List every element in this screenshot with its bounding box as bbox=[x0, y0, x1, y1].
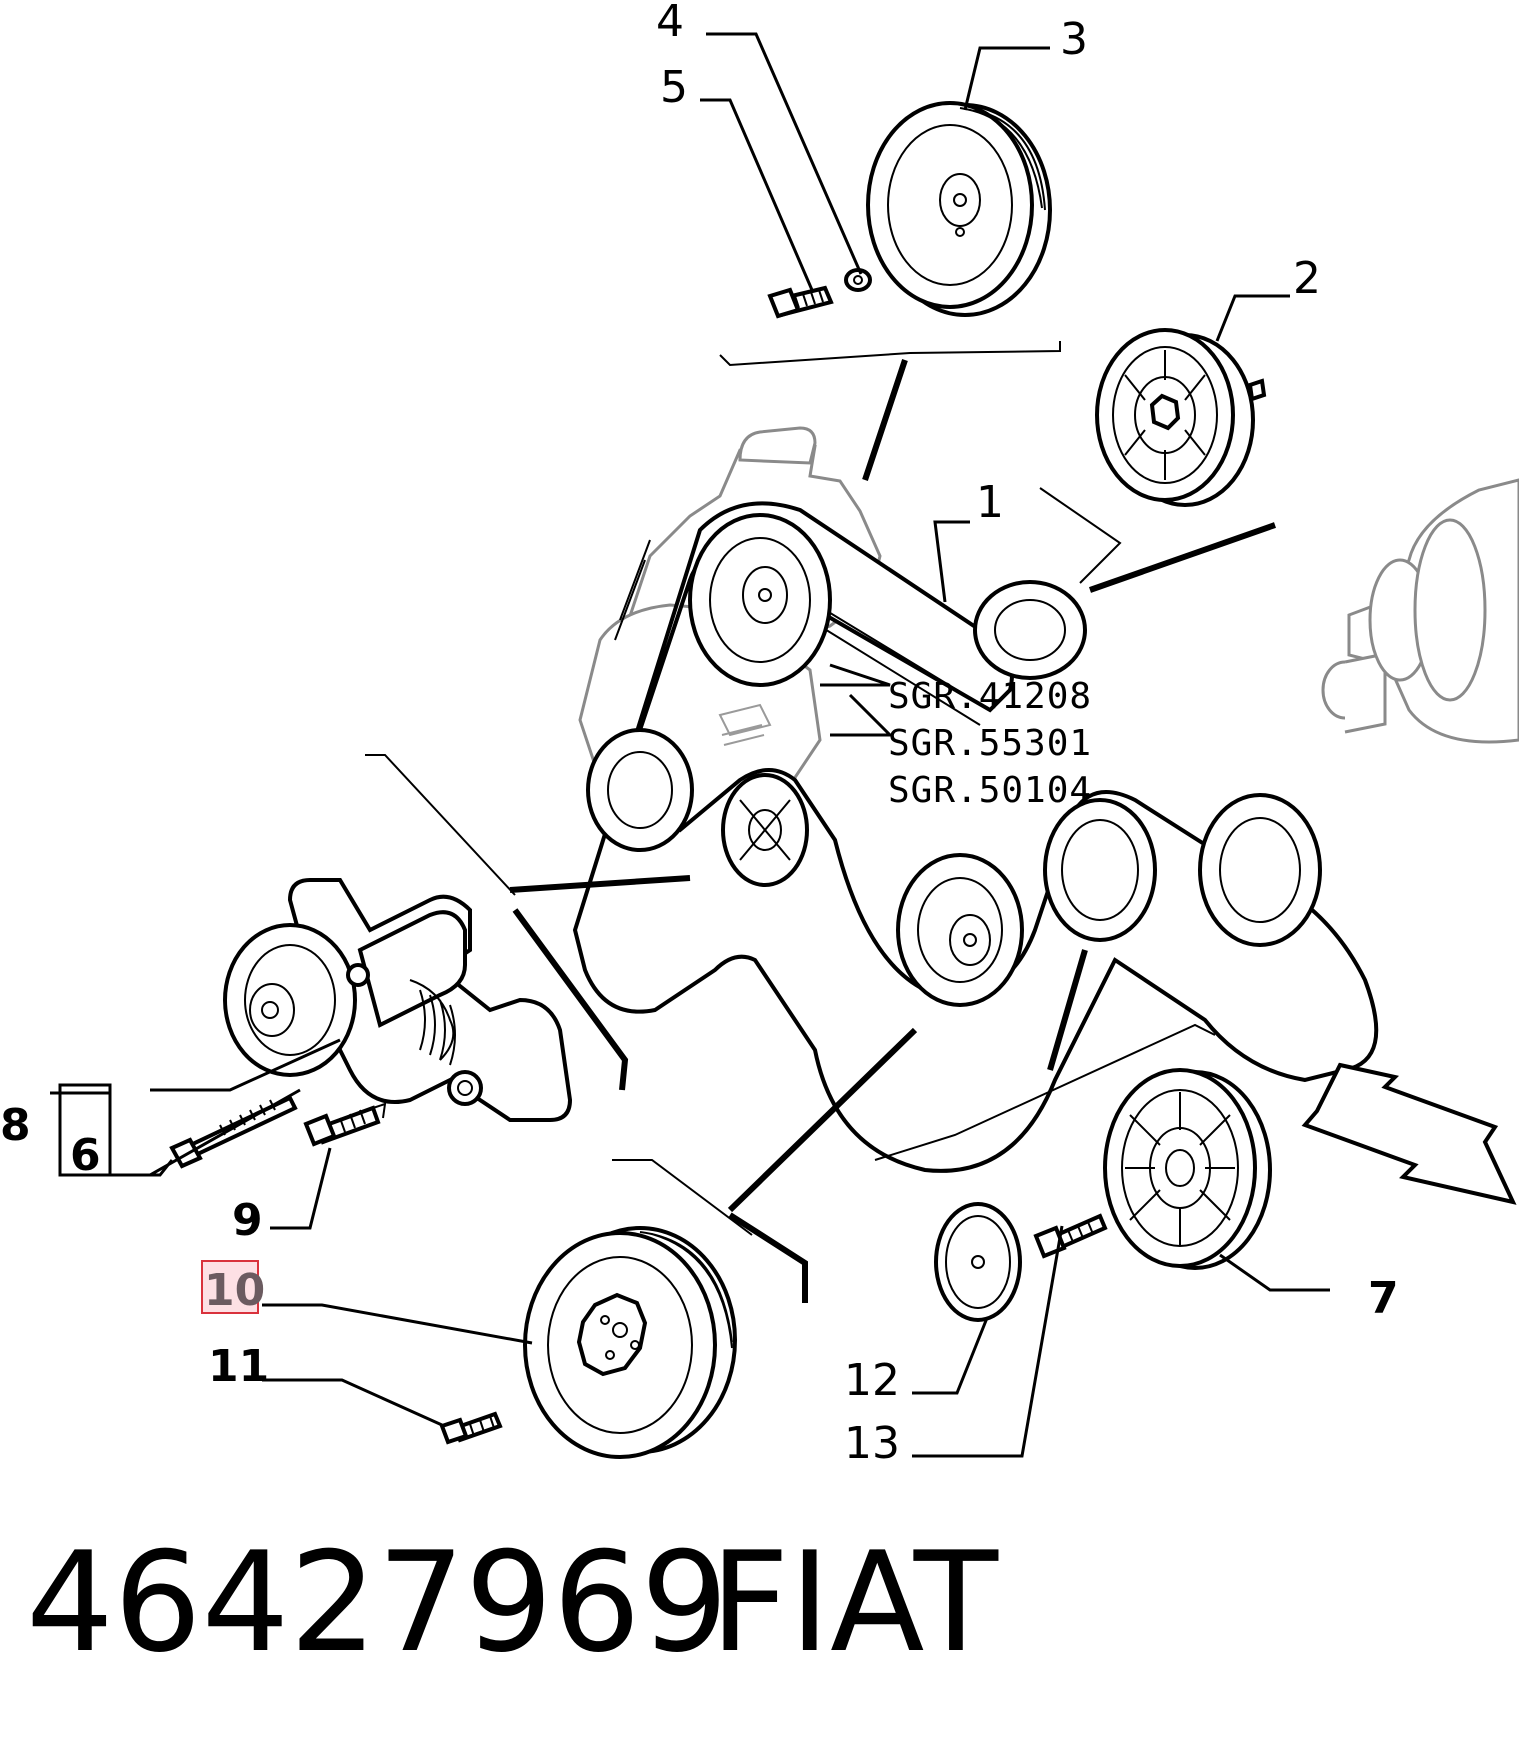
highlight-box bbox=[201, 1260, 259, 1314]
callout-10: 10 bbox=[204, 1265, 265, 1316]
ac-compressor-pulley bbox=[1043, 798, 1157, 942]
leader-lines bbox=[50, 32, 1330, 1458]
footer: 46427969 FIAT bbox=[26, 1522, 999, 1683]
bolt-part-13 bbox=[1033, 1213, 1108, 1259]
reference-labels: SGR.41208 SGR.55301 SGR.50104 bbox=[888, 676, 1092, 811]
bolt-part-6 bbox=[169, 1095, 298, 1169]
tensioner-assembly-part-8 bbox=[223, 878, 573, 1122]
idler-pulley-large bbox=[973, 580, 1087, 680]
callout-3: 3 bbox=[1060, 14, 1088, 65]
bolt-part-11 bbox=[439, 1411, 503, 1445]
idler-pulley-part-7 bbox=[1103, 1068, 1272, 1270]
ps-pump-pulley bbox=[1198, 793, 1322, 947]
reference-label: SGR.50104 bbox=[888, 770, 1092, 811]
callout-13: 13 bbox=[844, 1418, 900, 1469]
callout-12: 12 bbox=[844, 1355, 900, 1406]
bolt-part-5 bbox=[767, 285, 834, 319]
crankshaft-pulley-part-10 bbox=[523, 1226, 737, 1459]
brand-name: FIAT bbox=[710, 1522, 999, 1683]
washer-part-4 bbox=[844, 268, 872, 292]
direction-arrow bbox=[1301, 1062, 1517, 1205]
callout-4: 4 bbox=[656, 0, 684, 47]
water-pump-pulley bbox=[688, 513, 832, 687]
callout-6: 6 bbox=[70, 1130, 101, 1181]
callout-labels: 1 2 3 4 5 6 7 8 9 10 11 12 13 bbox=[0, 0, 1399, 1469]
pulley-part-3 bbox=[866, 101, 1052, 317]
callout-8: 8 bbox=[0, 1100, 31, 1151]
callout-9: 9 bbox=[232, 1195, 263, 1246]
callout-5: 5 bbox=[660, 62, 688, 113]
crank-pulley-on-belt bbox=[896, 853, 1024, 1007]
callout-11: 11 bbox=[208, 1341, 269, 1392]
reference-label: SGR.41208 bbox=[888, 676, 1092, 717]
callout-2: 2 bbox=[1293, 253, 1321, 304]
bolt-part-9 bbox=[303, 1102, 387, 1147]
dust-cap-part-12 bbox=[934, 1202, 1022, 1322]
alternator-pulley bbox=[586, 728, 694, 852]
idler-pulley-part-2 bbox=[1095, 328, 1267, 507]
callout-1: 1 bbox=[976, 477, 1004, 528]
connection-lines bbox=[365, 341, 1276, 1303]
crankshaft bbox=[1321, 478, 1519, 744]
callout-7: 7 bbox=[1368, 1273, 1399, 1324]
tensioner-roller bbox=[721, 773, 809, 887]
reference-label: SGR.55301 bbox=[888, 723, 1092, 764]
part-number: 46427969 bbox=[26, 1522, 728, 1683]
